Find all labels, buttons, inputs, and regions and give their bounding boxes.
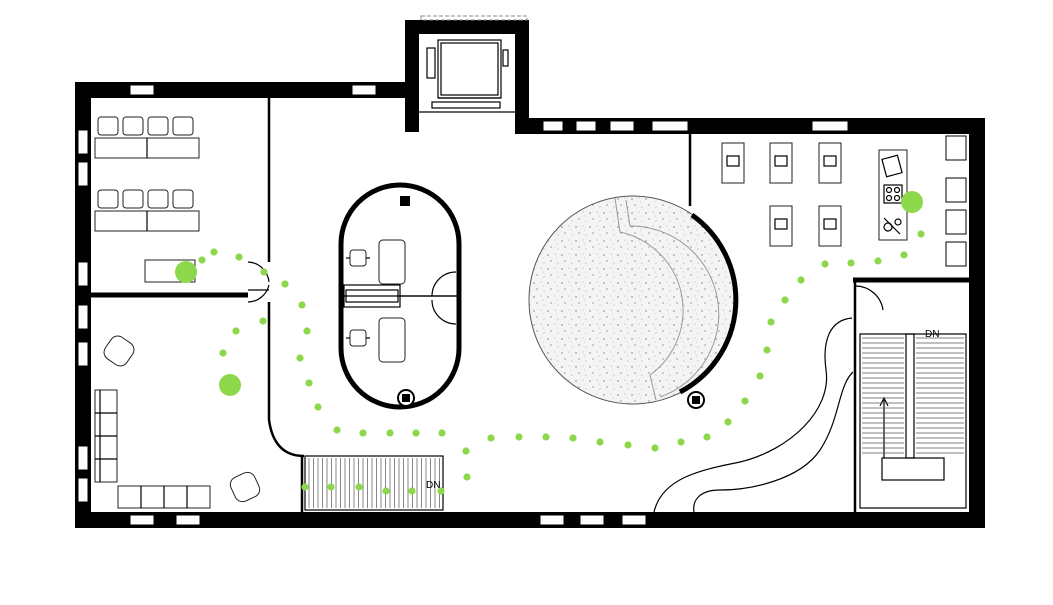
path-dot bbox=[763, 346, 771, 354]
path-dot bbox=[797, 276, 805, 284]
east-stair bbox=[859, 333, 967, 509]
main-stair bbox=[304, 455, 444, 511]
circulation-path bbox=[198, 230, 925, 495]
path-dot bbox=[355, 483, 363, 491]
exterior-walls bbox=[75, 20, 985, 528]
capsule-room bbox=[338, 182, 462, 410]
path-dot bbox=[462, 447, 470, 455]
path-dot bbox=[305, 379, 313, 387]
sink-icon bbox=[883, 217, 902, 235]
path-dot bbox=[724, 418, 732, 426]
path-dot bbox=[596, 438, 604, 446]
path-dot bbox=[703, 433, 711, 441]
path-dot bbox=[437, 487, 445, 495]
path-node bbox=[175, 261, 197, 283]
path-dot bbox=[847, 259, 855, 267]
path-dot bbox=[198, 256, 206, 264]
path-dot bbox=[386, 429, 394, 437]
path-dot bbox=[259, 317, 267, 325]
stair-label-east: DN bbox=[925, 329, 939, 340]
path-dot bbox=[296, 354, 304, 362]
path-dot bbox=[210, 248, 218, 256]
stair-label-main: DN bbox=[426, 480, 440, 491]
windows bbox=[77, 84, 967, 526]
path-dot bbox=[281, 280, 289, 288]
path-dot bbox=[900, 251, 908, 259]
armchair-icon bbox=[229, 471, 261, 503]
path-dot bbox=[487, 434, 495, 442]
curved-path-edges bbox=[653, 317, 854, 513]
armchair-icon bbox=[103, 335, 135, 367]
chair-icon bbox=[346, 249, 370, 267]
path-dot bbox=[463, 473, 471, 481]
path-dot bbox=[303, 327, 311, 335]
path-dot bbox=[327, 483, 335, 491]
path-dot bbox=[314, 403, 322, 411]
path-dot bbox=[677, 438, 685, 446]
lab-benches bbox=[721, 142, 908, 247]
path-dot bbox=[412, 429, 420, 437]
path-dot bbox=[917, 230, 925, 238]
partitions bbox=[91, 98, 969, 512]
path-dot bbox=[219, 349, 227, 357]
conference-chairs bbox=[94, 116, 200, 283]
lounge-furniture bbox=[94, 335, 261, 509]
path-node bbox=[219, 374, 241, 396]
path-dot bbox=[741, 397, 749, 405]
path-dot bbox=[333, 426, 341, 434]
path-dot bbox=[260, 268, 268, 276]
path-dot bbox=[821, 260, 829, 268]
path-dot bbox=[542, 433, 550, 441]
path-dot bbox=[569, 434, 577, 442]
path-dot bbox=[756, 372, 764, 380]
path-dot bbox=[298, 301, 306, 309]
green-blobs bbox=[175, 191, 923, 396]
chair-icon bbox=[346, 329, 370, 347]
path-dot bbox=[382, 487, 390, 495]
path-dot bbox=[874, 257, 882, 265]
path-dot bbox=[359, 429, 367, 437]
elevator bbox=[415, 15, 528, 113]
path-dot bbox=[235, 253, 243, 261]
path-dot bbox=[301, 483, 309, 491]
path-dot bbox=[515, 433, 523, 441]
path-dot bbox=[781, 296, 789, 304]
path-dot bbox=[408, 487, 416, 495]
path-dot bbox=[767, 318, 775, 326]
path-dot bbox=[232, 327, 240, 335]
path-dot bbox=[651, 444, 659, 452]
path-dot bbox=[624, 441, 632, 449]
round-room bbox=[528, 195, 739, 409]
path-dot bbox=[438, 429, 446, 437]
path-node bbox=[901, 191, 923, 213]
